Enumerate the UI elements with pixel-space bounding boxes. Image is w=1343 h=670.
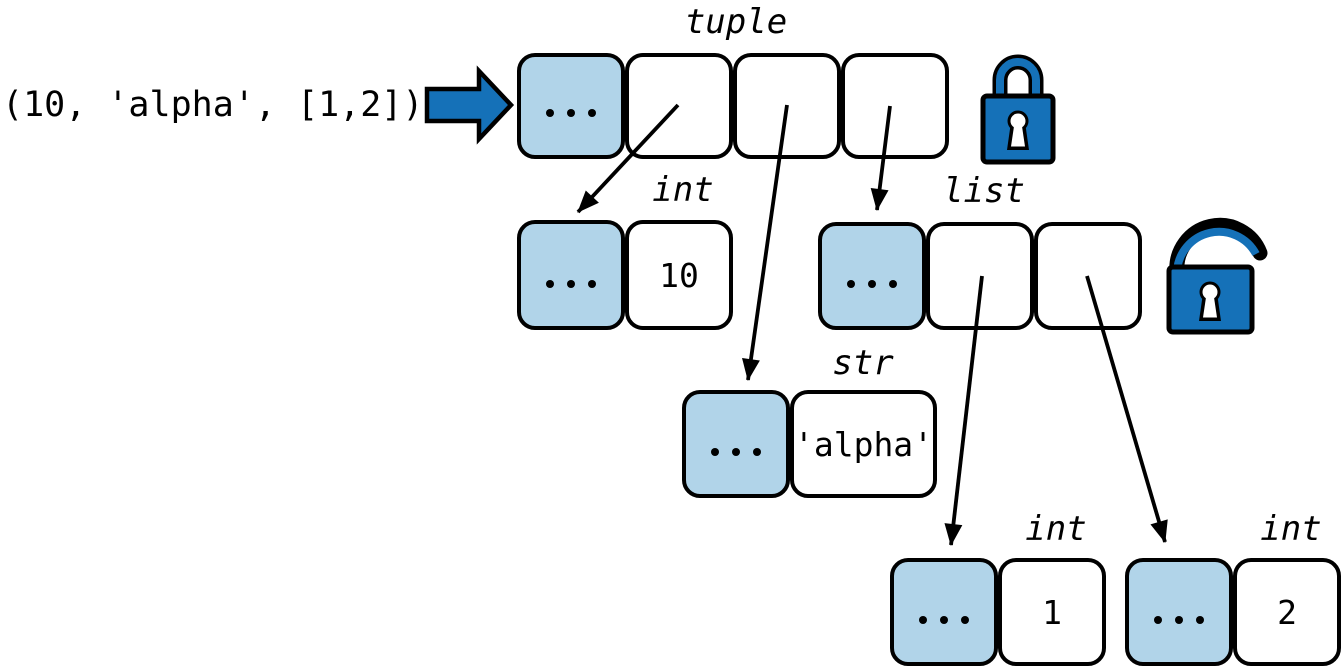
int2-header-cell [1125,558,1233,666]
str-header-cell [682,390,790,498]
str-value: 'alpha' [793,424,934,464]
ellipsis-icon [1129,616,1229,624]
list-header-cell [818,222,926,330]
ellipsis-icon [894,616,994,624]
tuple-item-cell-0 [625,53,733,159]
lock-closed-icon [980,54,1056,165]
int10-value: 10 [659,255,699,295]
ellipsis-icon [521,109,621,117]
code-literal: (10, 'alpha', [1,2]) [2,85,424,125]
tuple-header-cell [517,53,625,159]
arrow-right-icon [424,65,515,145]
list-type-label: list [943,171,1025,211]
lock-open-icon [1166,217,1268,335]
tuple-type-label: tuple [684,2,788,42]
int10-header-cell [517,220,625,330]
int2-value-cell: 2 [1233,558,1341,666]
tuple-object [517,53,949,159]
int2-value: 2 [1277,592,1297,632]
ellipsis-icon [822,280,922,288]
int2-object: 2 [1125,558,1341,666]
int10-type-label: int [652,170,714,210]
int2-type-label: int [1260,509,1322,549]
int1-type-label: int [1025,509,1087,549]
str-value-cell: 'alpha' [790,390,937,498]
int1-value-cell: 1 [998,558,1106,666]
int1-header-cell [890,558,998,666]
int1-object: 1 [890,558,1106,666]
ellipsis-icon [686,448,786,456]
list-item-cell-0 [926,222,1034,330]
int10-object: 10 [517,220,733,330]
int10-value-cell: 10 [625,220,733,330]
int1-value: 1 [1042,592,1062,632]
ellipsis-icon [521,280,621,288]
list-object [818,222,1142,330]
list-item-cell-1 [1034,222,1142,330]
str-object: 'alpha' [682,390,937,498]
str-type-label: str [832,343,894,383]
tuple-item-cell-2 [841,53,949,159]
tuple-item-cell-1 [733,53,841,159]
